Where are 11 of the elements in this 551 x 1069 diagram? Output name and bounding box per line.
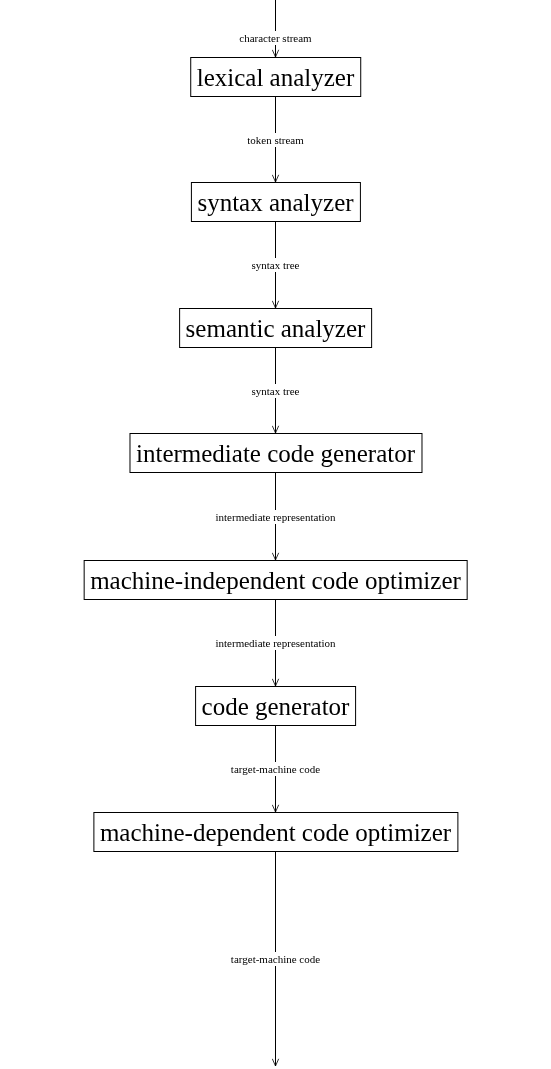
process-box: semantic analyzer	[178, 308, 373, 348]
process-box: machine-dependent code optimizer	[92, 812, 459, 852]
edge-label: character stream	[236, 31, 315, 45]
process-box: lexical analyzer	[189, 57, 362, 97]
process-box: machine-independent code optimizer	[83, 560, 468, 600]
edge-label: intermediate representation	[212, 636, 339, 650]
edge-label: token stream	[244, 132, 307, 147]
process-box: syntax analyzer	[190, 182, 361, 222]
edge-label: intermediate representation	[212, 509, 339, 524]
process-box: code generator	[194, 686, 357, 726]
process-box: intermediate code generator	[129, 433, 422, 473]
